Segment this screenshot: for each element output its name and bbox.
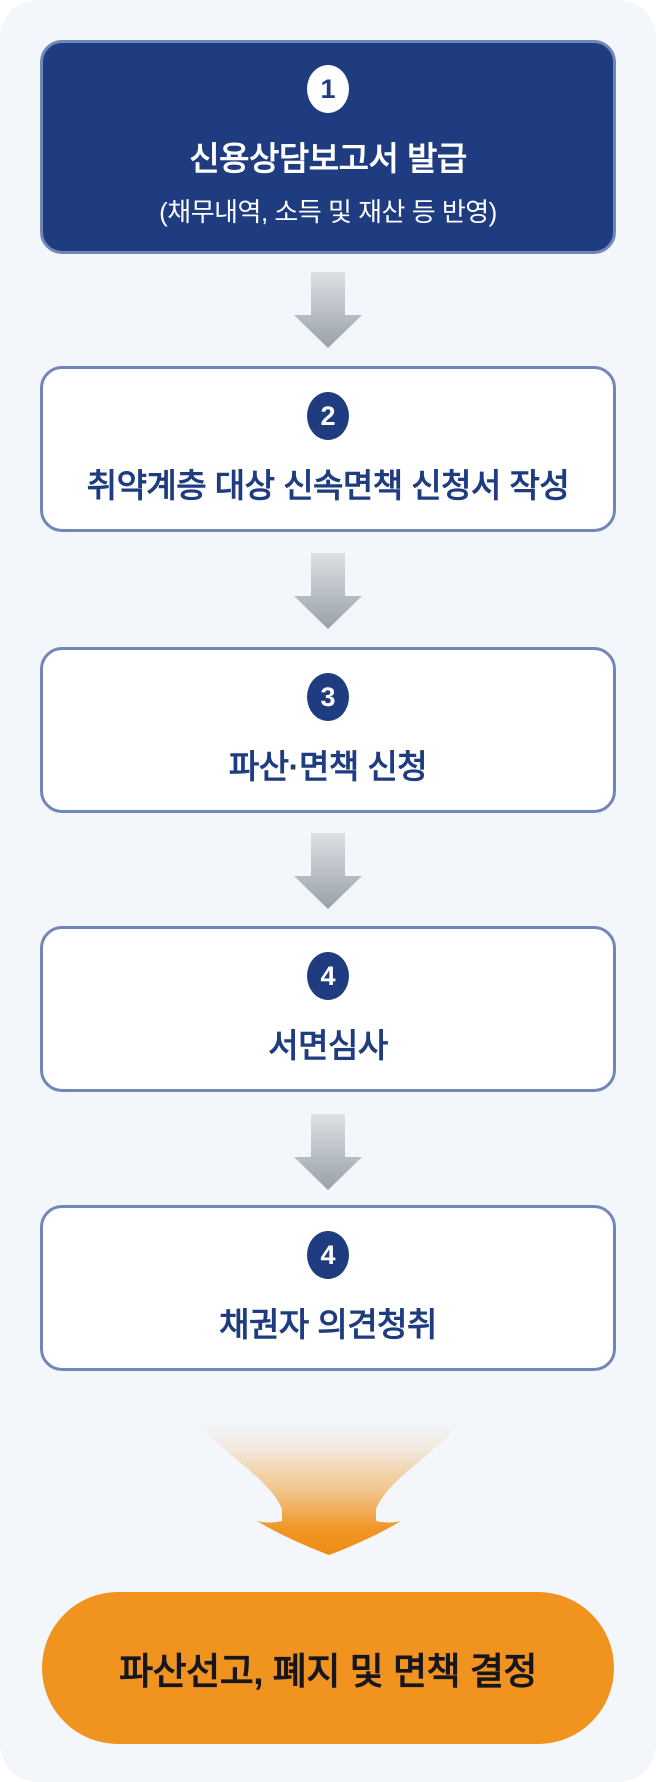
flow-step-2: 2 취약계층 대상 신속면책 신청서 작성 — [40, 366, 616, 532]
step-2-number-badge: 2 — [307, 392, 349, 441]
result-label: 파산선고, 폐지 및 면책 결정 — [119, 1651, 537, 1692]
step-3-title: 파산·면책 신청 — [228, 748, 428, 786]
flow-step-5: 4 채권자 의견청취 — [40, 1205, 616, 1371]
down-arrow-icon — [294, 1114, 362, 1190]
step-4-title: 서면심사 — [268, 1027, 388, 1065]
step-1-title: 신용상담보고서 발급 — [189, 140, 467, 178]
down-arrow-icon — [294, 272, 362, 348]
step-5-title: 채권자 의견청취 — [219, 1306, 437, 1344]
step-4-number-badge: 4 — [307, 952, 349, 1001]
result-pill: 파산선고, 폐지 및 면책 결정 — [42, 1592, 614, 1744]
step-5-number-badge: 4 — [307, 1231, 349, 1280]
down-arrow-icon — [294, 553, 362, 629]
step-3-number-badge: 3 — [307, 673, 349, 722]
step-1-subtitle: (채무내역, 소득 및 재산 등 반영) — [159, 196, 497, 227]
flow-step-3: 3 파산·면책 신청 — [40, 647, 616, 813]
step-1-number-badge: 1 — [307, 65, 349, 114]
flow-step-4: 4 서면심사 — [40, 926, 616, 1092]
step-2-title: 취약계층 대상 신속면책 신청서 작성 — [86, 467, 570, 505]
down-arrow-icon — [294, 833, 362, 909]
flow-step-1: 1 신용상담보고서 발급 (채무내역, 소득 및 재산 등 반영) — [40, 40, 616, 254]
merge-funnel-arrow-icon — [194, 1421, 464, 1555]
